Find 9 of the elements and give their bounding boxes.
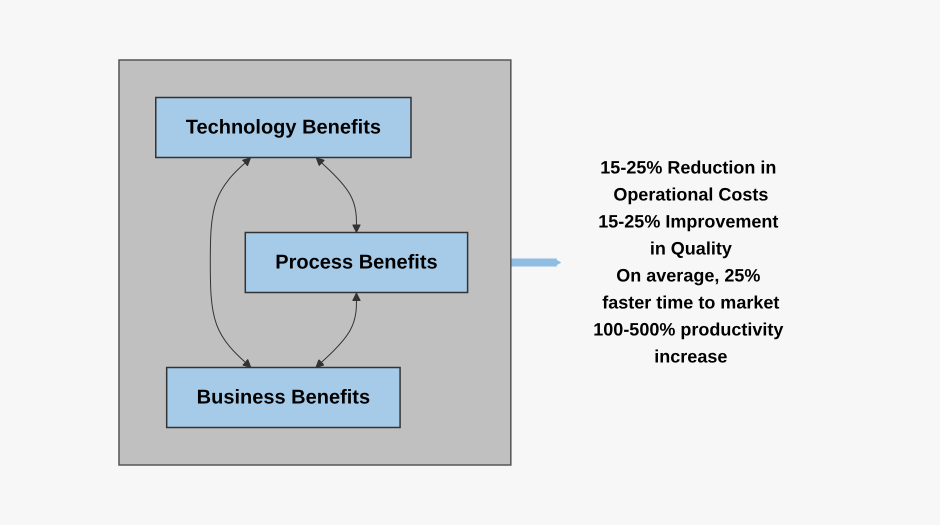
arrow <box>210 157 252 368</box>
arrow <box>316 292 361 368</box>
cluster <box>118 59 512 466</box>
arrow <box>510 258 562 267</box>
node-box: Process Benefits <box>244 232 468 294</box>
node-box: Business Benefits <box>166 366 401 428</box>
arrow <box>316 157 361 233</box>
node-box: Technology Benefits <box>155 96 412 158</box>
node-text: 15-25% Reduction in Operational Costs 15-25% Improvement in Quality On average, 25% faster time to market 100-500% productivity increase <box>593 158 784 366</box>
